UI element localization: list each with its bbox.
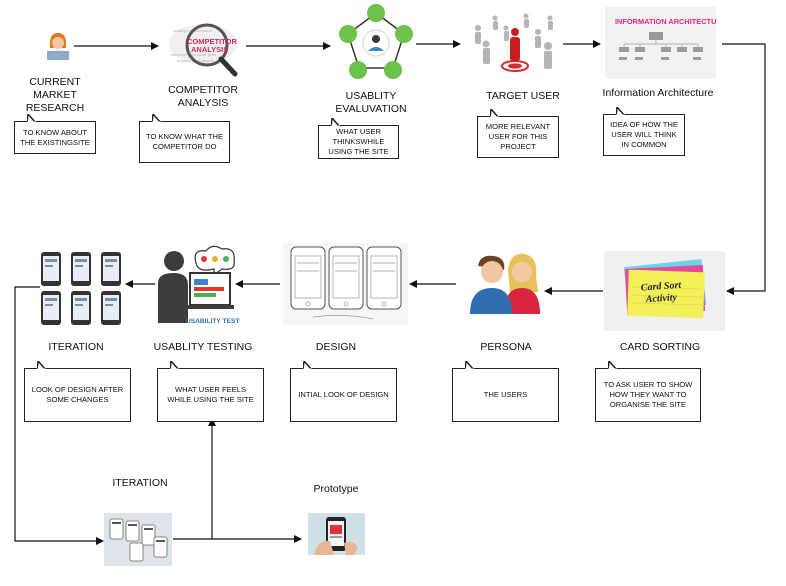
usability-testing-image-text: USABILITY TESTING — [186, 318, 240, 325]
usability-testing-icon: USABILITY TESTING — [156, 243, 251, 327]
evaluation-cycle-icon — [337, 4, 415, 82]
note-market-research: TO KNOW ABOUT THE EXISTINGSITE — [14, 114, 96, 154]
sitemap-icon: INFORMATION ARCHITECTURE — [605, 7, 727, 79]
svg-text:Activity: Activity — [644, 292, 677, 305]
svg-text:ANALYSIS: ANALYSIS — [191, 45, 228, 54]
note-design: INTIAL LOOK OF DESIGN — [290, 361, 397, 422]
step-title-information-architecture: Information Architecture — [602, 87, 714, 99]
wireframe-phones-icon — [283, 243, 408, 325]
step-title-market-research: CURRENT MARKET RESEARCH — [25, 76, 85, 114]
note-usability-evaluation: WHAT USER THINKSWHILE USING THE SITE — [318, 118, 399, 159]
arrow-iteration-loop — [14, 286, 104, 545]
step-title-usability-testing: USABLITY TESTING — [153, 341, 253, 353]
note-usability-testing: WHAT USER FEELS WHILE USING THE SITE — [157, 361, 264, 422]
note-information-architecture: IDEA OF HOW THE USER WILL THINK IN COMMO… — [603, 107, 685, 156]
card-sort-icon: Card Sort Activity — [604, 251, 725, 331]
note-iteration: LOOK OF DESIGN AFTER SOME CHANGES — [24, 361, 131, 422]
magnifier-wordcloud-icon: strategy market brand research data shar… — [163, 18, 245, 80]
competitor-analysis-image-text: COMPETITOR — [187, 37, 237, 46]
target-user-icon — [464, 8, 563, 80]
step-title-design: DESIGN — [315, 341, 357, 353]
loop-title-iteration: ITERATION — [112, 477, 168, 489]
persona-icon — [466, 248, 546, 314]
step-title-iteration: ITERATION — [48, 341, 104, 353]
card-sort-image-text: Card Sort — [640, 280, 682, 294]
arrow-ia-to-cardsort — [722, 43, 766, 295]
note-target-user: MORE RELEVANT USER FOR THIS PROJECT — [477, 109, 559, 158]
phone-grid-icon — [40, 251, 124, 327]
paper-prototype-icon — [104, 513, 172, 566]
step-title-target-user: TARGET USER — [486, 90, 560, 102]
phone-in-hand-icon — [308, 513, 365, 555]
person-laptop-icon — [44, 31, 72, 61]
information-architecture-image-text: INFORMATION ARCHITECTURE — [615, 17, 716, 26]
prototype-title: Prototype — [313, 483, 359, 495]
step-title-usability-evaluation: USABLITY EVALUVATION — [335, 90, 407, 115]
note-card-sorting: TO ASK USER TO SHOW HOW THEY WANT TO ORG… — [595, 361, 701, 422]
note-persona: THE USERS — [452, 361, 559, 422]
svg-text:research data share price: research data share price — [171, 52, 217, 57]
step-title-competitor-analysis: COMPETITOR ANALYSIS — [168, 84, 238, 109]
step-title-card-sorting: CARD SORTING — [619, 341, 701, 353]
step-title-persona: PERSONA — [480, 341, 532, 353]
note-competitor-analysis: TO KNOW WHAT THE COMPETITOR DO — [139, 114, 230, 163]
